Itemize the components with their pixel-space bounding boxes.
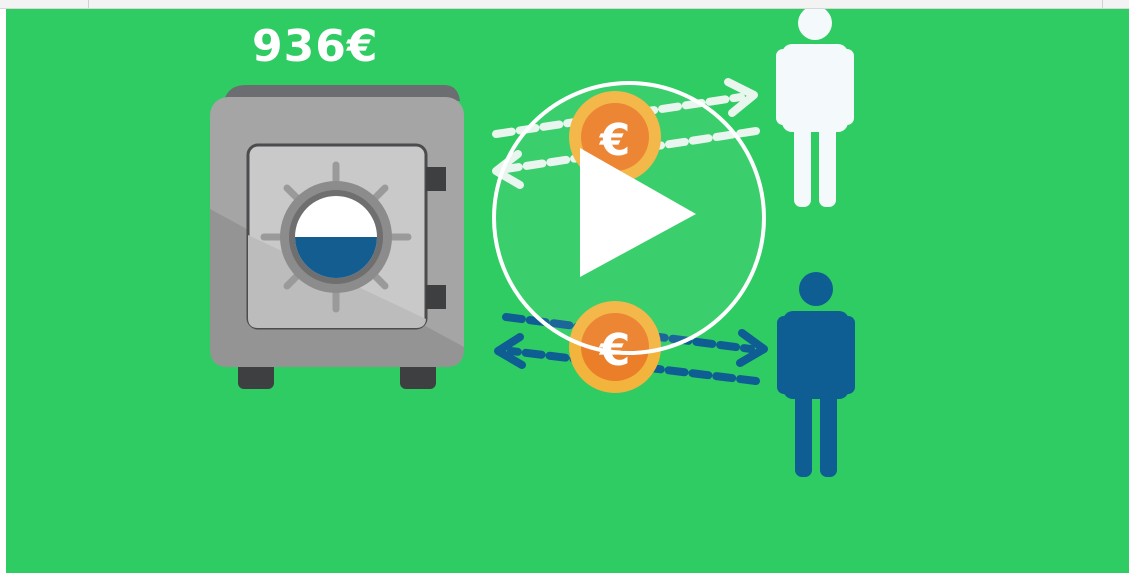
play-button[interactable] (492, 81, 766, 355)
person-icon (777, 272, 855, 477)
video-player[interactable]: € € 936€ (6, 9, 1129, 573)
balance-amount: 936€ (252, 21, 422, 72)
safe-icon (210, 85, 464, 389)
toolbar-divider (1102, 0, 1103, 8)
toolbar-divider (88, 0, 89, 8)
person-icon (776, 9, 854, 207)
window-top-bar (0, 0, 1129, 9)
